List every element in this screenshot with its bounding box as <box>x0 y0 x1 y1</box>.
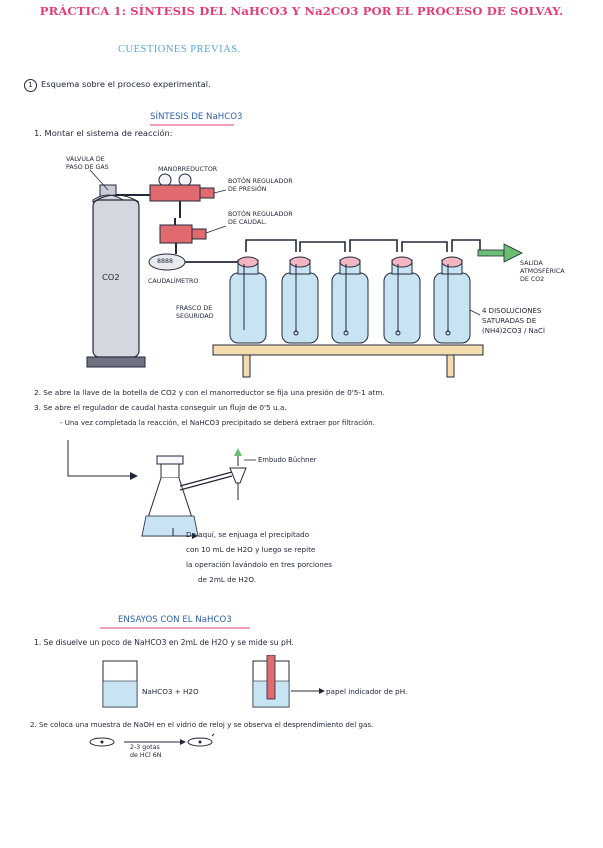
step-number-circle: 1 <box>24 79 37 92</box>
ph-test-diagram <box>102 655 325 708</box>
section-heading-synthesis: SÍNTESIS DE NaHCO3 <box>150 112 243 122</box>
intro-line: 1 Esquema sobre el proceso experimental. <box>24 79 211 92</box>
ph-paper-label: papel indicador de pH. <box>326 687 408 696</box>
bench <box>212 344 484 378</box>
wash-line-4: de 2mL de H2O. <box>198 575 257 584</box>
step-3-text: 3. Se abre el regulador de caudal hasta … <box>34 403 287 412</box>
step-2-text: 2. Se abre la llave de la botella de CO2… <box>34 388 385 397</box>
flowmeter-label: CAUDALÍMETRO <box>148 278 199 285</box>
test-step-2: 2. Se coloca una muestra de NaOH en el v… <box>30 720 374 729</box>
solutions-label: 4 DISOLUCIONES SATURADAS DE (NH4)2CO3 / … <box>482 307 545 335</box>
co2-label: CO2 <box>102 272 120 282</box>
heading-underline-2 <box>100 627 250 629</box>
filtration-diagram <box>67 440 256 537</box>
watch-glass-diagram <box>89 733 215 747</box>
valve-label: VÁLVULA DE PASO DE GAS <box>66 156 109 171</box>
apparatus-diagram <box>86 169 523 378</box>
wash-note: De aquí, se enjuaga el precipitado con 1… <box>186 530 332 590</box>
wash-line-2: con 10 mL de H2O y luego se repite <box>186 545 316 554</box>
wash-line-1: De aquí, se enjuaga el precipitado <box>186 530 310 539</box>
wash-line-3: la operación lavándolo en tres porciones <box>186 560 333 569</box>
flowmeter-display: 8888 <box>157 258 174 265</box>
step-1-text: 1. Montar el sistema de reacción: <box>34 128 173 138</box>
buchner-label: Embudo Büchner <box>258 456 317 464</box>
intro-text: Esquema sobre el proceso experimental. <box>41 79 211 89</box>
pressure-button-label: BOTÓN REGULADOR DE PRESIÓN <box>228 178 293 193</box>
page-title: PRÁCTICA 1: SÍNTESIS DEL NaHCO3 Y Na2CO3… <box>39 4 564 18</box>
co2-cylinder <box>86 184 146 368</box>
flow-button-label: BOTÓN REGULADOR DE CAUDAL. <box>228 211 293 226</box>
step-3-subtext: - Una vez completada la reacción, el NaH… <box>60 419 375 427</box>
section-heading-tests: ENSAYOS CON EL NaHCO3 <box>118 615 232 625</box>
page-subtitle: CUESTIONES PREVIAS. <box>118 44 241 55</box>
arrow-icon <box>172 528 198 539</box>
exit-arrow <box>477 243 523 263</box>
test-step-1: 1. Se disuelve un poco de NaHCO3 en 2mL … <box>34 638 294 647</box>
exit-label: SALIDA ATMOSFÉRICA DE CO2 <box>520 260 565 283</box>
flask-row <box>229 256 471 344</box>
heading-underline <box>150 124 234 126</box>
manometer-label: MANORREDUCTOR <box>158 166 218 173</box>
safety-flask-label: FRASCO DE SEGURIDAD <box>176 305 214 320</box>
drops-label: 2-3 gotas de HCl 6N <box>130 744 162 759</box>
beaker-label: NaHCO3 + H2O <box>142 687 199 696</box>
